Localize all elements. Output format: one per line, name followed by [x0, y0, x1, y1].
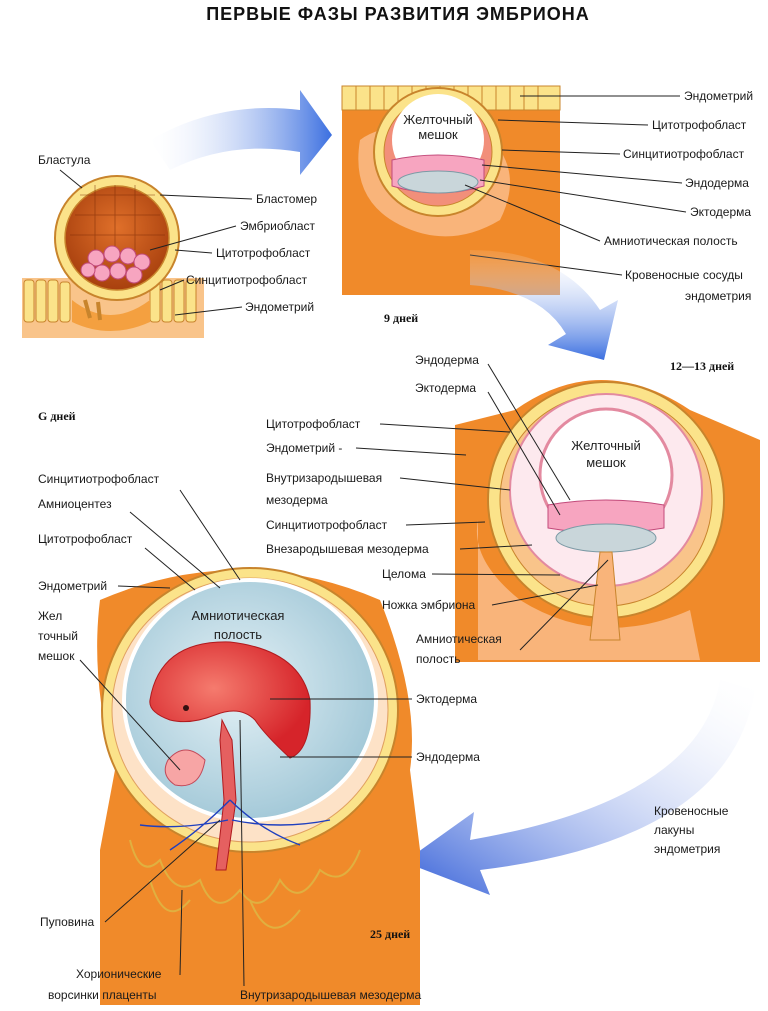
label-endoderm-2: Эндодерма — [685, 176, 749, 190]
label-lacunae-4c: эндометрия — [654, 842, 720, 856]
label-cytotrophoblast-3: Цитотрофобласт — [266, 417, 361, 431]
label-intra-mesoderm-3b: мезодерма — [266, 493, 328, 507]
syncytio-invasion — [72, 300, 150, 331]
connecting-stalk-3 — [589, 551, 621, 641]
amniotic-inner-b: полость — [214, 627, 262, 642]
day-label-stage3: 12—13 дней — [670, 359, 734, 373]
leaders-stage4 — [79, 489, 412, 987]
label-endoderm-4: Эндодерма — [416, 750, 480, 764]
label-blastomer: Бластомер — [256, 192, 317, 206]
label-vessels-2b: эндометрия — [685, 289, 751, 303]
label-extra-mesoderm-3: Внезародышевая мезодерма — [266, 542, 429, 556]
embryoblast-cells — [80, 245, 151, 284]
label-cytotrophoblast-1: Цитотрофобласт — [216, 246, 311, 260]
yolk-label-2b: мешок — [418, 127, 458, 142]
yolk-label-2a: Желточный — [403, 112, 473, 127]
label-ectoderm-3: Эктодерма — [415, 381, 476, 395]
syncytium-zone-3 — [476, 520, 700, 660]
label-lacunae-4a: Кровеносные — [654, 804, 729, 818]
arrow-stage1-to-stage2 — [150, 90, 332, 175]
leaders-stage1 — [59, 169, 253, 316]
day-label-stage2: 9 дней — [384, 311, 418, 325]
label-blastula: Бластула — [38, 153, 91, 167]
label-vessels-2a: Кровеносные сосуды — [625, 268, 743, 282]
label-amniocentesis-4: Амниоцентез — [38, 497, 112, 511]
label-coelom-3: Целома — [382, 567, 426, 581]
amniotic-cavity-2 — [397, 170, 479, 194]
leaders-stage3 — [355, 363, 609, 651]
yolk-label-3a: Желточный — [571, 438, 641, 453]
label-ectoderm-2: Эктодерма — [690, 205, 751, 219]
arrow-stage2-to-stage3 — [470, 250, 618, 360]
page-title: ПЕРВЫЕ ФАЗЫ РАЗВИТИЯ ЭМБРИОНА — [206, 4, 590, 24]
stage-9-days: Желточный мешок Эндометрий Цитотрофоблас… — [341, 85, 753, 325]
label-amniotic-3a: Амниотическая — [416, 632, 502, 646]
label-intra-mesoderm-4: Внутризародышевая мезодерма — [240, 988, 421, 1002]
chorionic-villi-4 — [129, 839, 361, 929]
label-lacunae-4b: лакуны — [654, 823, 694, 837]
amniotic-inner-a: Амниотическая — [192, 608, 285, 623]
stage-blastula: Бластула Бластомер Эмбриобласт Цитотрофо… — [22, 153, 317, 423]
label-syncytiotrophoblast-3: Синцитиотрофобласт — [266, 518, 388, 532]
label-syncytiotrophoblast-4: Синцитиотрофобласт — [38, 472, 160, 486]
label-yolk-4b: точный — [38, 629, 78, 643]
label-endometrium-4: Эндометрий — [38, 579, 107, 593]
blood-vessels-4 — [139, 799, 331, 851]
amniotic-cavity-3 — [555, 523, 657, 553]
label-endometrium-2: Эндометрий — [684, 89, 753, 103]
label-endoderm-3: Эндодерма — [415, 353, 479, 367]
day-label-stage1: G дней — [38, 409, 76, 423]
yolk-label-3b: мешок — [586, 455, 626, 470]
villi — [83, 299, 102, 321]
label-amniotic-2: Амниотическая полость — [604, 234, 738, 248]
label-cytotrophoblast-2: Цитотрофобласт — [652, 118, 747, 132]
label-chorionic-4b: ворсинки плаценты — [48, 988, 157, 1002]
label-endometrium-1: Эндометрий — [245, 300, 314, 314]
label-intra-mesoderm-3a: Внутризародышевая — [266, 471, 382, 485]
stage-25-days: Амниотическая полость Синцитиотрофобласт… — [38, 472, 729, 1005]
label-umbilical-4: Пуповина — [40, 915, 95, 929]
label-cytotrophoblast-4: Цитотрофобласт — [38, 532, 133, 546]
label-ectoderm-4: Эктодерма — [416, 692, 477, 706]
embryo-body-4 — [149, 641, 311, 759]
blastomer-grid — [70, 185, 165, 250]
label-endometrium-3: Эндометрий - — [266, 441, 342, 455]
label-chorionic-4a: Хорионические — [76, 967, 162, 981]
label-amniotic-3b: полость — [416, 652, 460, 666]
day-label-stage4: 25 дней — [370, 927, 410, 941]
label-embryoblast: Эмбриобласт — [240, 219, 316, 233]
label-syncytiotrophoblast-2: Синцитиотрофобласт — [623, 147, 745, 161]
label-yolk-4a: Жел — [38, 609, 62, 623]
label-syncytiotrophoblast-1: Синцитиотрофобласт — [186, 273, 308, 287]
arrow-stage3-to-stage4 — [404, 680, 755, 895]
endometrium-cells — [23, 279, 197, 323]
yolk-sac-4 — [164, 749, 206, 787]
umbilical-stalk-4 — [215, 718, 237, 871]
label-stalk-3: Ножка эмбриона — [382, 598, 476, 612]
embryo-eye-4 — [183, 705, 189, 711]
stage-12-13-days: Желточный мешок 12—13 дней Эндодерма Экт… — [266, 353, 760, 666]
label-yolk-4c: мешок — [38, 649, 75, 663]
